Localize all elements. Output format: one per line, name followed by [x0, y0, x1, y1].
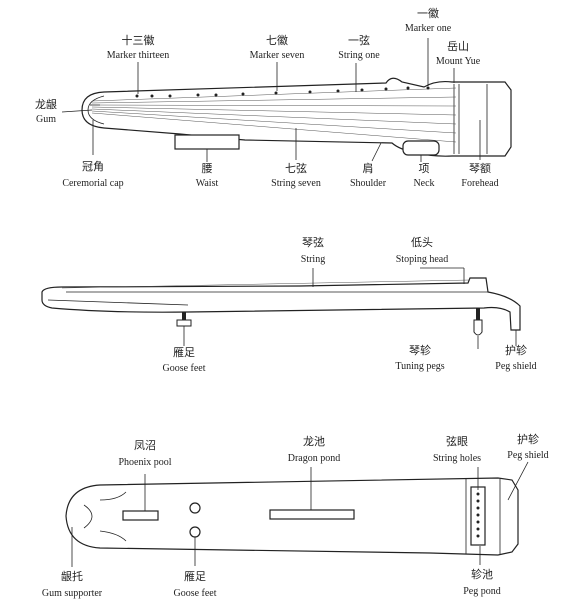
string-one-label-zh: 一弦 — [348, 33, 370, 47]
marker-one-label-zh: 一徽 — [417, 6, 439, 20]
peg-shield-bottom-label-zh: 护轸 — [517, 432, 539, 446]
string-holes-label-en: String holes — [433, 453, 481, 464]
string-one-label-en: String one — [338, 50, 380, 61]
phoenix-pool — [122, 510, 159, 521]
goose-foot-circle — [189, 502, 201, 514]
neck-label-en: Neck — [413, 178, 434, 189]
gum-supporter-label-en: Gum supporter — [42, 588, 103, 599]
waist-label-zh: 腰 — [202, 162, 213, 175]
goose-feet-label-zh: 雁足 — [173, 346, 195, 359]
side-string — [61, 279, 471, 289]
peg-pond-label-zh: 轸池 — [471, 567, 493, 581]
neck-label-zh: 项 — [419, 162, 430, 175]
marker-dot — [241, 92, 245, 96]
shoulder-label-en: Shoulder — [350, 178, 387, 189]
marker-dot — [308, 90, 312, 94]
peg-shield-bottom-label-en: Peg shield — [507, 450, 548, 461]
stoping-head-label-en: Stoping head — [396, 254, 449, 265]
waist-panel — [174, 134, 240, 150]
marker-thirteen-label-en: Marker thirteen — [107, 50, 169, 61]
string-holes — [476, 492, 480, 538]
string-hole-dot — [476, 534, 480, 538]
string-line — [91, 112, 457, 143]
mount-yue-label-zh: 岳山 — [447, 40, 469, 53]
strings-top — [91, 87, 457, 143]
peg-shield-side-label-en: Peg shield — [495, 361, 536, 372]
goose-feet-label-en: Goose feet — [162, 363, 205, 374]
marker-dot — [384, 87, 388, 91]
tuning-peg — [473, 308, 483, 336]
hui-markers — [135, 86, 430, 98]
marker-thirteen-label-zh: 十三徽 — [122, 33, 155, 47]
string-line — [91, 110, 457, 134]
marker-dot — [336, 89, 340, 93]
string-line — [91, 106, 457, 116]
string-line — [91, 104, 457, 107]
marker-dot — [135, 94, 139, 98]
marker-dot — [168, 94, 172, 98]
string-line — [91, 87, 457, 102]
marker-dot — [426, 86, 430, 90]
marker-one-label-en: Marker one — [405, 23, 452, 34]
bottom-view: 凤沼 Phoenix pool 龙池 Dragon pond 弦眼 String… — [42, 432, 549, 599]
marker-dot — [196, 93, 200, 97]
string-holes-label-zh: 弦眼 — [446, 434, 468, 448]
string-hole-dot — [476, 513, 480, 517]
string-hole-dot — [476, 506, 480, 510]
goose-feet-bottom-label-en: Goose feet — [173, 588, 216, 599]
dragon-pond-label-en: Dragon pond — [288, 453, 341, 464]
string-hole-dot — [476, 527, 480, 531]
marker-dot — [406, 86, 410, 90]
gum-supporter-curve — [83, 504, 93, 529]
tuning-pegs-label-en: Tuning pegs — [395, 361, 444, 372]
string-line — [91, 96, 457, 104]
tuning-pegs-label-zh: 琴轸 — [409, 343, 431, 357]
gum-supporter-label-zh: 龈托 — [61, 569, 83, 583]
string-line — [91, 108, 457, 125]
waist-label-en: Waist — [196, 178, 219, 189]
string-label-zh: 琴弦 — [302, 235, 324, 249]
neck-panel — [402, 140, 440, 156]
phoenix-pool-label-en: Phoenix pool — [118, 457, 171, 468]
qin-body-side — [41, 277, 521, 331]
forehead-label-en: Forehead — [461, 178, 498, 189]
peg-pond-label-en: Peg pond — [463, 586, 501, 597]
stoping-head-label-zh: 低头 — [411, 236, 433, 249]
marker-dot — [214, 93, 218, 97]
marker-seven-label-zh: 七徽 — [266, 33, 288, 47]
side-view: 琴弦 String 低头 Stoping head 雁足 Goose feet … — [41, 235, 537, 374]
ceremonial-cap-label-zh: 冠角 — [82, 160, 104, 173]
goose-feet-bottom-label-zh: 雁足 — [184, 570, 206, 583]
goose-foot-circle — [189, 526, 201, 538]
string-seven-label-en: String seven — [271, 178, 321, 189]
gum-label-zh: 龙龈 — [35, 97, 57, 111]
marker-dot — [150, 94, 154, 98]
string-label-en: String — [301, 254, 325, 265]
dragon-pond-label-zh: 龙池 — [303, 435, 325, 448]
peg-shield-side-label-zh: 护轸 — [505, 343, 527, 357]
string-hole-dot — [476, 492, 480, 496]
shoulder-label-zh: 肩 — [363, 161, 374, 175]
string-hole-dot — [476, 520, 480, 524]
top-view: 十三徽 Marker thirteen 七徽 Marker seven 一弦 S… — [35, 6, 512, 189]
mount-yue-label-en: Mount Yue — [436, 56, 481, 67]
marker-dot — [274, 91, 278, 95]
string-hole-dot — [476, 499, 480, 503]
goose-foot-peg — [176, 312, 192, 327]
marker-dot — [360, 88, 364, 92]
marker-seven-label-en: Marker seven — [250, 50, 305, 61]
gum-label-en: Gum — [36, 114, 56, 125]
ceremonial-cap-label-en: Ceremorial cap — [62, 178, 123, 189]
forehead-label-zh: 琴额 — [469, 162, 491, 175]
string-seven-label-zh: 七弦 — [285, 161, 307, 175]
dragon-pond — [269, 509, 355, 520]
phoenix-pool-label-zh: 凤沼 — [134, 438, 156, 452]
